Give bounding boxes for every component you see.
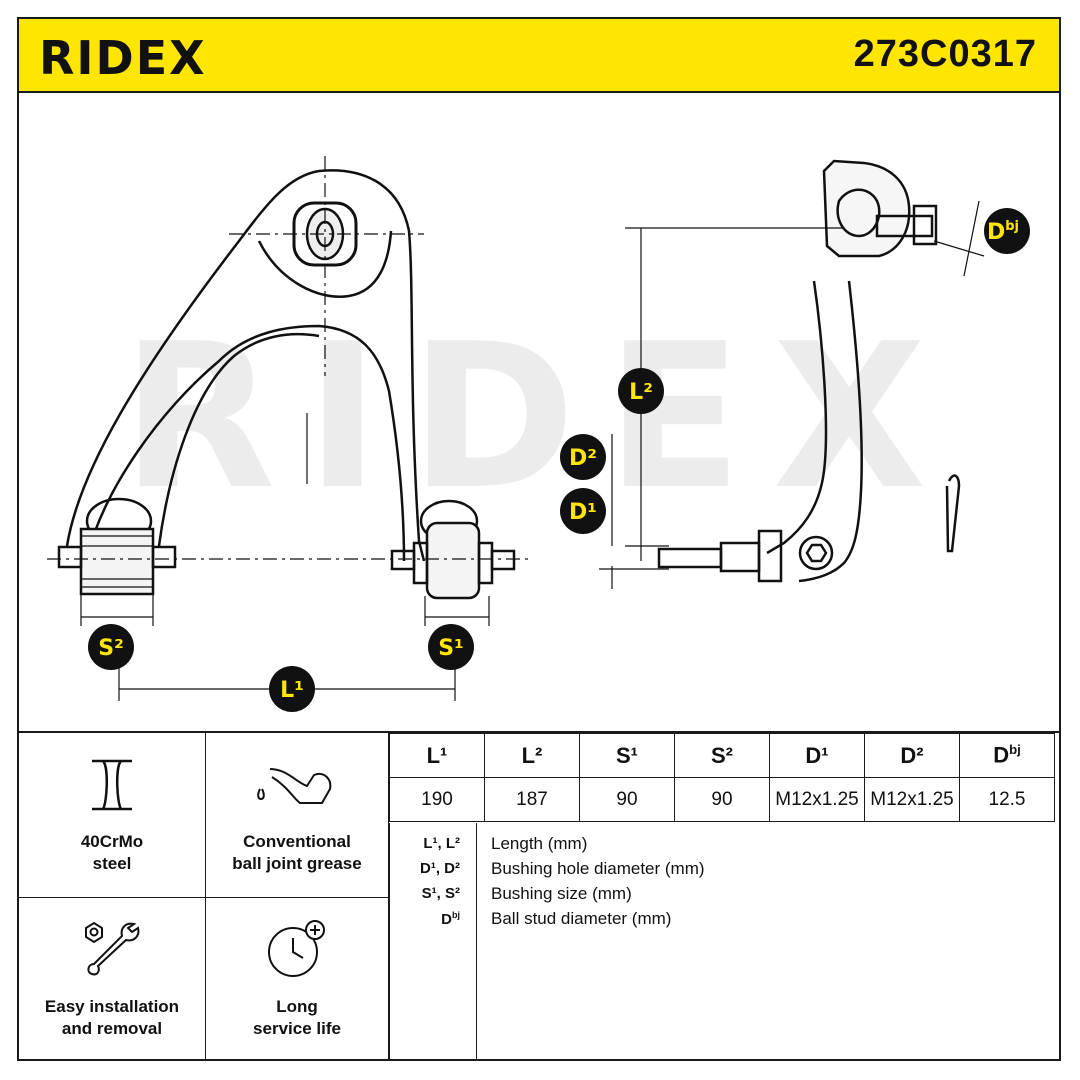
value-d2: M12x1.25 bbox=[864, 777, 960, 822]
header-dbj-main: D bbox=[993, 742, 1010, 768]
grease-oilcan-icon bbox=[257, 768, 332, 804]
legend-text-hole: Bushing hole diameter (mm) bbox=[491, 859, 705, 878]
svg-text:D²: D² bbox=[569, 446, 597, 471]
feature-installation-line2: and removal bbox=[61, 1019, 163, 1038]
feature-grease-line2: ball joint grease bbox=[232, 854, 362, 873]
value-d1: M12x1.25 bbox=[769, 777, 865, 822]
feature-grease-line1: Conventional bbox=[243, 832, 351, 851]
center-lines bbox=[47, 156, 529, 560]
header-l2: L² bbox=[484, 733, 580, 778]
dimensions-table: L¹ L² S¹ S² D¹ D² Dbj 190 187 90 90 M12x… bbox=[389, 733, 1055, 822]
badge-s1: S¹ bbox=[428, 624, 474, 670]
header-dbj: Dbj bbox=[959, 733, 1055, 778]
wrench-nut-icon bbox=[85, 921, 140, 976]
feature-steel-line1: 40CrMo bbox=[80, 832, 144, 851]
dimensions-value-row: 190 187 90 90 M12x1.25 M12x1.25 12.5 bbox=[389, 777, 1055, 822]
badge-l1: L¹ bbox=[269, 666, 315, 712]
legend-text-stud: Ball stud diameter (mm) bbox=[491, 909, 672, 928]
legend-key-stud-main: D bbox=[441, 911, 452, 928]
header-dbj-sup: bj bbox=[1009, 742, 1021, 758]
callout-badges: S² S¹ L¹ L² D² D¹ Dbj bbox=[88, 208, 1030, 712]
feature-service-life-line2: service life bbox=[253, 1019, 341, 1038]
svg-text:S²: S² bbox=[98, 636, 123, 661]
svg-text:D¹: D¹ bbox=[569, 500, 597, 525]
badge-s2: S² bbox=[88, 624, 134, 670]
control-arm-drawing: RIDEX bbox=[47, 156, 1030, 712]
specification-area: 40CrMo steel Conventional ball joint gre… bbox=[19, 731, 1059, 1061]
badge-d2: D² bbox=[560, 434, 606, 480]
feature-service-life-line1: Long bbox=[276, 997, 318, 1016]
part-number: 273C0317 bbox=[853, 33, 1037, 75]
feature-installation: Easy installation and removal bbox=[19, 898, 206, 1061]
brand-logo: RIDEX bbox=[39, 31, 207, 85]
value-dbj: 12.5 bbox=[959, 777, 1055, 822]
badge-dbj: Dbj bbox=[984, 208, 1030, 254]
control-arm-side-view bbox=[657, 159, 938, 583]
legend-keys-column: L¹, L² D¹, D² S¹, S² Dbj bbox=[390, 823, 477, 1061]
value-l2: 187 bbox=[484, 777, 580, 822]
feature-installation-line1: Easy installation bbox=[44, 997, 180, 1016]
value-s1: 90 bbox=[579, 777, 675, 822]
feature-steel: 40CrMo steel bbox=[19, 733, 206, 898]
legend-text-size: Bushing size (mm) bbox=[491, 884, 632, 903]
svg-text:L²: L² bbox=[629, 380, 653, 405]
svg-text:L¹: L¹ bbox=[280, 678, 304, 703]
steel-beam-icon bbox=[92, 759, 132, 811]
watermark-text: RIDEX bbox=[121, 301, 956, 534]
legend-key-length: L¹, L² bbox=[423, 835, 460, 852]
feature-steel-line2: steel bbox=[92, 854, 132, 873]
svg-text:S¹: S¹ bbox=[438, 636, 463, 661]
value-l1: 190 bbox=[389, 777, 485, 822]
header-d2: D² bbox=[864, 733, 960, 778]
svg-text:Dbj: Dbj bbox=[987, 219, 1019, 245]
legend-key-hole: D¹, D² bbox=[420, 860, 460, 877]
legend-key-stud-sup: bj bbox=[452, 910, 460, 920]
header-bar: RIDEX 273C0317 bbox=[19, 19, 1059, 93]
legend-key-stud: Dbj bbox=[441, 910, 460, 928]
header-s2: S² bbox=[674, 733, 770, 778]
badge-d1: D¹ bbox=[560, 488, 606, 534]
dimensions-header-row: L¹ L² S¹ S² D¹ D² Dbj bbox=[389, 733, 1055, 778]
technical-drawing: RIDEX bbox=[19, 91, 1059, 731]
badge-l2: L² bbox=[618, 368, 664, 414]
header-l1: L¹ bbox=[389, 733, 485, 778]
legend-text-length: Length (mm) bbox=[491, 834, 588, 853]
header-s1: S¹ bbox=[579, 733, 675, 778]
value-s2: 90 bbox=[674, 777, 770, 822]
header-d1: D¹ bbox=[769, 733, 865, 778]
clock-plus-icon bbox=[268, 920, 325, 977]
legend-key-size: S¹, S² bbox=[421, 885, 460, 902]
spec-sheet-frame: RIDEX 273C0317 RIDEX bbox=[17, 17, 1061, 1061]
feature-grease: Conventional ball joint grease bbox=[206, 733, 389, 898]
cotter-pin bbox=[945, 474, 961, 553]
dimension-legend: L¹, L² D¹, D² S¹, S² Dbj Length (mm) Bus… bbox=[389, 823, 1060, 1061]
feature-service-life: Long service life bbox=[206, 898, 389, 1061]
